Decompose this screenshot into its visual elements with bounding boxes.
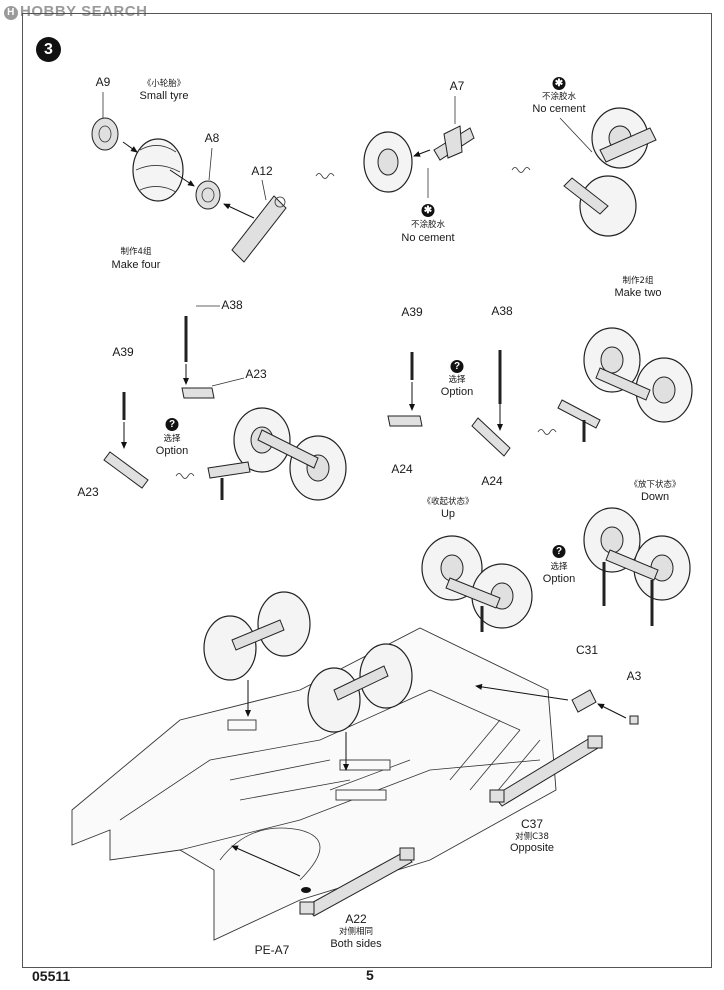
part-a3 — [629, 715, 639, 725]
option-icon: ? — [165, 418, 179, 431]
chassis-wheel-pair-right — [307, 643, 413, 771]
small-tyre — [132, 138, 184, 202]
label-both-sides-cn: 对侧相同 — [338, 927, 374, 937]
label-no-cement-1-cn: 不涂胶水 — [410, 220, 446, 230]
no-cement-icon: ✱ — [421, 204, 435, 217]
label-a3: A3 — [626, 669, 642, 683]
label-make-two-en: Make two — [614, 287, 662, 299]
label-a24-left: A24 — [391, 462, 413, 476]
label-pe-a7: PE-A7 — [254, 943, 290, 957]
label-a39-mid: A39 — [401, 305, 423, 319]
label-option-1-cn: 选择 — [163, 434, 181, 444]
label-option-1-en: Option — [155, 445, 189, 457]
brand-logo-icon: H — [4, 6, 18, 20]
hull-chassis — [71, 627, 557, 941]
label-a23-top: A23 — [245, 367, 267, 381]
down-state-assembly — [583, 507, 691, 626]
kit-number: 05511 — [32, 968, 71, 984]
label-opposite-en: Opposite — [509, 842, 555, 854]
part-c31 — [571, 689, 597, 713]
label-down-en: Down — [640, 491, 670, 503]
label-a24-right: A24 — [481, 474, 503, 488]
step-transition-mark — [511, 167, 531, 173]
label-a38-mid: A38 — [491, 304, 513, 318]
left-strut-assembly — [103, 305, 347, 501]
part-a23-link-bottom — [103, 451, 149, 489]
brand-name: HOBBY SEARCH — [20, 3, 148, 20]
step-number-badge: 3 — [36, 37, 61, 62]
label-small-tyre-cn: 《小轮胎》 — [142, 79, 186, 89]
label-option-2-en: Option — [440, 386, 474, 398]
label-option-3-en: Option — [542, 573, 576, 585]
label-a38-left: A38 — [221, 298, 243, 312]
label-a9: A9 — [95, 75, 111, 89]
label-small-tyre-en: Small tyre — [139, 90, 189, 102]
small-tyre-assembly — [91, 92, 287, 263]
label-c37: C37 — [520, 817, 544, 831]
label-make-four-cn: 制作4组 — [120, 247, 152, 257]
label-up-en: Up — [440, 508, 456, 520]
label-a23-bottom: A23 — [77, 485, 99, 499]
no-cement-icon: ✱ — [552, 77, 566, 90]
label-option-3-cn: 选择 — [550, 562, 568, 572]
label-opposite-cn: 对侧C38 — [515, 832, 549, 842]
label-down-cn: 《放下状态》 — [629, 480, 681, 490]
fork-tyre-assembly — [363, 96, 475, 198]
part-a24-link-right — [471, 417, 511, 457]
option-icon: ? — [450, 360, 464, 373]
right-strut-assembly — [387, 327, 693, 457]
label-make-four-en: Make four — [111, 259, 161, 271]
label-a7: A7 — [449, 79, 465, 93]
part-a8-hub — [195, 180, 221, 210]
label-both-sides-en: Both sides — [330, 938, 382, 950]
label-no-cement-2-en: No cement — [532, 103, 586, 115]
part-a9-hub — [91, 117, 119, 151]
part-a23-link-top — [181, 387, 215, 399]
label-no-cement-2-cn: 不涂胶水 — [541, 92, 577, 102]
tyre-pair-assembly — [559, 107, 657, 237]
label-a39-left: A39 — [112, 345, 134, 359]
chassis-wheel-pair-left — [203, 591, 311, 717]
part-a12-arm — [231, 195, 287, 263]
page-frame — [22, 13, 712, 968]
label-a8: A8 — [204, 131, 220, 145]
label-a22: A22 — [345, 912, 367, 926]
option-icon: ? — [552, 545, 566, 558]
label-no-cement-1-en: No cement — [401, 232, 455, 244]
label-c31: C31 — [575, 643, 599, 657]
part-pe-a7 — [301, 887, 311, 893]
step-transition-mark — [315, 173, 335, 179]
label-up-cn: 《收起状态》 — [422, 497, 474, 507]
part-a24-link-left — [387, 415, 423, 427]
label-option-2-cn: 选择 — [448, 375, 466, 385]
label-make-two-cn: 制作2组 — [622, 276, 654, 286]
up-state-assembly — [421, 535, 533, 632]
label-a12: A12 — [251, 164, 273, 178]
page-number: 5 — [366, 967, 374, 983]
